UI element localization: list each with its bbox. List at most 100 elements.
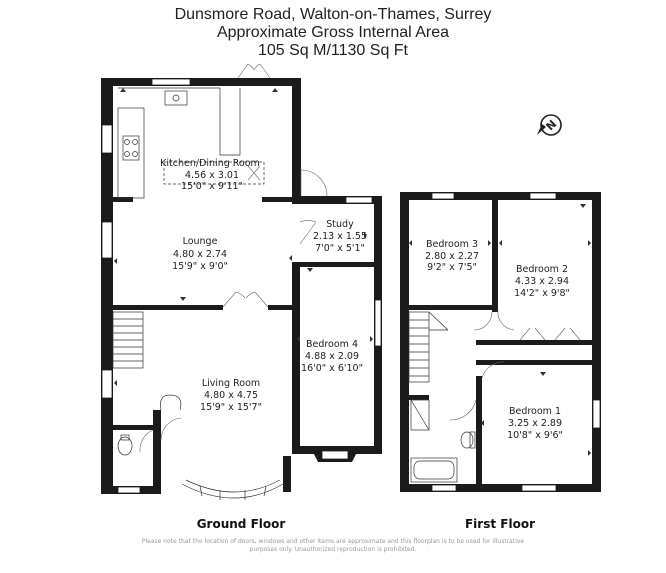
wc-window [117,486,141,494]
room-imperial-living-room: 15'9" x 15'7" [200,402,262,413]
room-metric-bedroom2: 4.33 x 2.94 [515,276,569,287]
area-figure: 105 Sq M/1130 Sq Ft [257,42,408,59]
hob-ring-icon [124,151,130,157]
bed3-window [431,192,455,200]
disclaimer-line-2: purposes only. Unauthorized reproduction… [249,546,417,553]
wc-cistern [120,434,130,441]
room-name-bedroom2: Bedroom 2 [516,264,568,275]
kitchen-counter [118,87,241,156]
hall-curve [160,394,182,411]
lounge-french-doors [222,291,269,308]
kitchen-partition-left [113,197,133,202]
room-imperial-bedroom4: 16'0" x 6'10" [301,363,363,374]
kitchen-sink [164,90,188,106]
study-window [345,196,373,204]
kitchen-side-window [101,124,113,154]
first-floor-label: First Floor [465,517,535,531]
bed2-door [497,309,515,331]
sink-drain-icon [172,94,180,102]
hob [122,135,140,161]
room-imperial-study: 7'0" x 5'1" [315,243,365,254]
study-north-wall [292,196,382,204]
table-mark [247,165,261,181]
room-imperial-bedroom3: 9'2" x 7'5" [427,262,477,273]
wardrobe-doors [519,327,581,341]
wardrobe-north-wall [476,340,592,345]
room-name-living-room: Living Room [202,378,260,389]
shower [410,399,430,431]
address-title: Dunsmore Road, Walton-on-Thames, Surrey [174,6,492,23]
bath-bed1-wall [476,376,482,484]
hob-ring-icon [124,139,130,145]
study-external-door [300,169,328,197]
room-name-lounge: Lounge [183,236,218,247]
ff-staircase [408,311,449,383]
bedroom4-bay-window [321,450,349,460]
bed1-door [481,361,505,379]
room-imperial-kitchen-dining: 15'0" x 9'11" [181,181,243,192]
room-name-kitchen-dining: Kitchen/Dining Room [160,158,260,169]
bathtub [410,457,458,483]
kitchen-worktop-west [117,107,145,199]
staircase [112,311,144,369]
room-name-bedroom1: Bedroom 1 [509,406,561,417]
room-metric-bedroom4: 4.88 x 2.09 [305,351,359,362]
bathtub-inner [413,460,455,480]
compass-north-icon: N [537,114,562,136]
room-metric-bedroom1: 3.25 x 2.89 [508,418,562,429]
room-imperial-lounge: 15'9" x 9'0" [172,261,228,272]
room-name-bedroom4: Bedroom 4 [306,339,358,350]
kitchen-french-doors [237,63,271,79]
room-metric-kitchen-dining: 4.56 x 3.01 [185,170,239,181]
bed3-door [473,311,493,331]
wc-north-wall [113,425,153,430]
kitchen-north-wall [101,78,301,86]
bay-window-inner [185,479,281,493]
bathroom-door [449,399,477,421]
bay-window-outer [181,483,284,499]
bathroom-toilet-icon [460,431,474,449]
bed1-north-wall [476,360,592,365]
wc-door [139,429,154,453]
room-metric-bedroom3: 2.80 x 2.27 [425,251,479,262]
ground-floor-plan [101,63,382,500]
bedroom4-west-wall [292,262,300,454]
bed1-side-window [592,399,601,429]
hall-door [160,417,182,441]
bed1-window [521,484,557,492]
bed3-south-wall-2 [476,305,496,310]
ground-floor-label: Ground Floor [197,517,286,531]
bathroom-cistern [469,431,476,449]
living-room-window [101,369,113,399]
wc-east-wall [153,410,161,494]
lounge-window [101,221,113,259]
south-wall-right [283,456,291,492]
wc-toilet-icon [117,436,133,456]
bed2-window [529,192,557,200]
bed3-bed2-wall [492,200,498,312]
area-subtitle: Approximate Gross Internal Area [216,24,450,41]
kitchen-window [151,78,191,86]
room-metric-living-room: 4.80 x 4.75 [204,390,258,401]
ff-south-wall [400,484,601,492]
kitchen-east-wall [292,78,301,196]
study-internal-door [299,220,317,245]
room-name-bedroom3: Bedroom 3 [426,239,478,250]
ff-north-wall [400,192,601,200]
kitchen-partition-right [262,197,292,202]
french-door-swing [247,63,261,71]
dining-table-area [163,161,265,185]
lounge-partition-right [268,305,292,310]
svg-text:N: N [543,117,559,133]
bathroom-north-wall [409,395,429,400]
hob-ring-icon [132,151,138,157]
disclaimer-line-1: Please note that the location of doors, … [141,538,525,545]
room-imperial-bedroom2: 14'2" x 9'8" [514,288,570,299]
ff-east-wall [592,192,601,492]
lounge-partition-left [113,305,223,310]
room-metric-lounge: 4.80 x 2.74 [173,249,227,260]
room-metric-study: 2.13 x 1.55 [313,231,367,242]
ff-west-wall [400,192,409,492]
bathroom-window [431,484,457,492]
